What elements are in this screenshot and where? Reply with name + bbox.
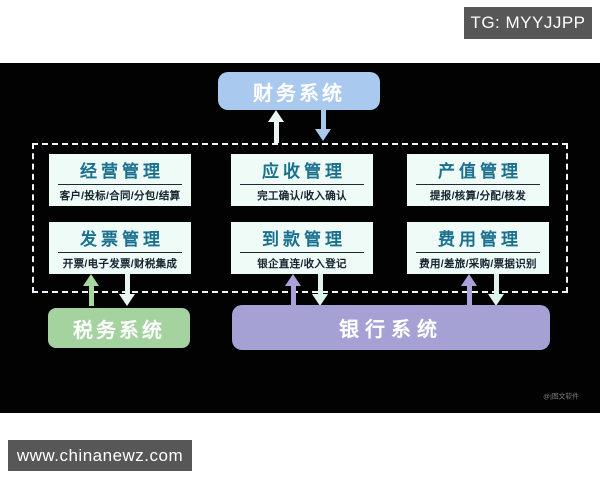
module-title: 应收管理 [239,157,365,185]
arrow-down-from-finance-icon [315,108,331,141]
diagram-canvas: 财务系统 经营管理 客户/投标/合同/分包/结算 应收管理 完工确认/收入确认 … [0,63,600,413]
arrow-down-to-bank-left-icon [312,274,328,306]
module-title: 经营管理 [57,157,183,185]
module-subtitle: 费用/差旅/采购/票据识别 [419,258,537,270]
module-title: 产值管理 [415,157,541,185]
module-payment-management: 到款管理 银企直连/收入登记 [231,222,373,274]
module-subtitle: 提报/核算/分配/核发 [429,190,527,202]
arrow-down-to-tax-icon [119,274,135,306]
module-expense-management: 费用管理 费用/差旅/采购/票据识别 [407,222,549,274]
module-subtitle: 银企直连/收入登记 [257,258,347,270]
module-subtitle: 客户/投标/合同/分包/结算 [59,190,181,202]
module-title: 费用管理 [415,225,541,253]
website-badge: www.chinanewz.com [8,440,192,471]
arrow-up-from-bank-right-icon [461,274,477,306]
modules-frame [32,143,568,293]
module-title: 发票管理 [57,225,183,253]
module-receivables-management: 应收管理 完工确认/收入确认 [231,154,373,206]
finance-system-box: 财务系统 [218,72,380,110]
arrow-up-from-tax-icon [83,274,99,306]
watermark-text: @|图文软件 [543,392,580,401]
module-output-value-management: 产值管理 提报/核算/分配/核发 [407,154,549,206]
tg-contact-badge: TG: MYYJJPP [464,7,592,39]
module-title: 到款管理 [239,225,365,253]
bank-system-box: 银行系统 [232,305,550,350]
module-business-management: 经营管理 客户/投标/合同/分包/结算 [49,154,191,206]
arrow-up-from-bank-left-icon [285,274,301,306]
module-invoice-management: 发票管理 开票/电子发票/财税集成 [49,222,191,274]
arrow-up-to-finance-icon [268,110,284,143]
module-subtitle: 完工确认/收入确认 [257,190,347,202]
arrow-down-to-bank-right-icon [488,274,504,306]
module-subtitle: 开票/电子发票/财税集成 [62,258,178,270]
tax-system-box: 税务系统 [48,308,190,348]
